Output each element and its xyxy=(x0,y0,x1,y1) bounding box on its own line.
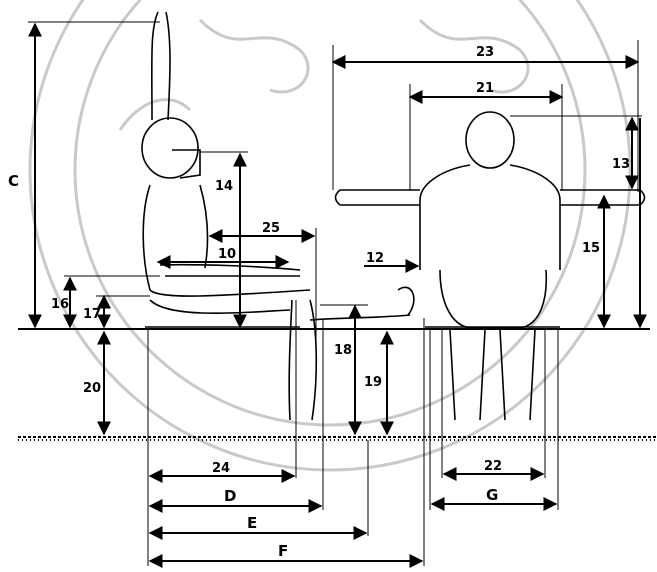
label-12: 12 xyxy=(366,251,384,266)
label-14: 14 xyxy=(215,179,233,194)
dimension-labels: C 16 17 20 14 25 10 18 19 12 23 21 13 15… xyxy=(8,45,630,560)
label-16: 16 xyxy=(51,297,69,312)
label-20: 20 xyxy=(83,381,101,396)
label-F: F xyxy=(278,542,288,560)
label-24: 24 xyxy=(212,461,230,476)
label-15: 15 xyxy=(582,241,600,256)
label-C: C xyxy=(8,172,19,190)
dimension-lines xyxy=(28,21,647,568)
label-18: 18 xyxy=(334,343,352,358)
label-10: 10 xyxy=(218,247,236,262)
label-22: 22 xyxy=(484,459,502,474)
label-23: 23 xyxy=(476,45,494,60)
label-E: E xyxy=(247,514,257,532)
label-25: 25 xyxy=(262,221,280,236)
label-13: 13 xyxy=(612,157,630,172)
side-view-figure xyxy=(141,11,415,421)
label-17: 17 xyxy=(83,307,101,322)
label-21: 21 xyxy=(476,81,494,96)
label-19: 19 xyxy=(364,375,382,390)
rear-view-figure xyxy=(334,111,646,421)
label-D: D xyxy=(224,487,236,505)
watermark-seal xyxy=(28,0,632,472)
reference-lines xyxy=(18,328,657,441)
label-G: G xyxy=(486,486,498,504)
